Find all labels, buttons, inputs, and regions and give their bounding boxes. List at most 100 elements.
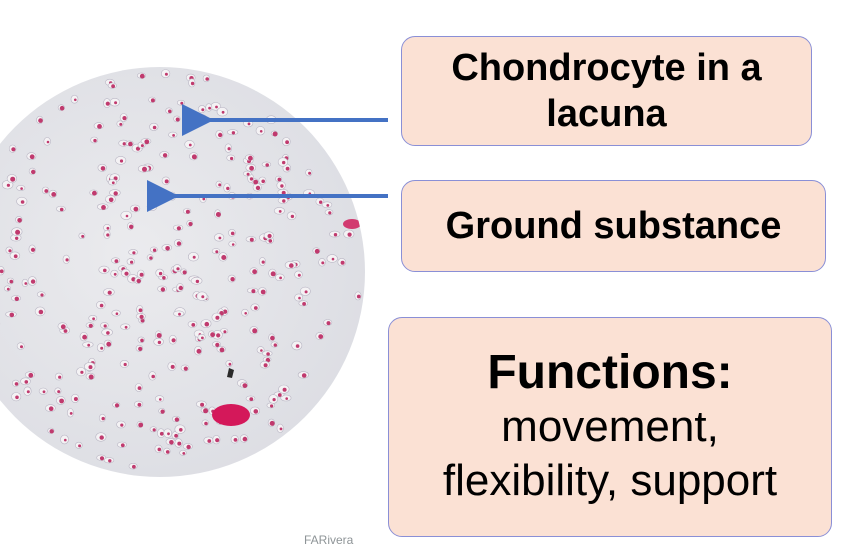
chondrocyte-nucleus (40, 293, 44, 297)
chondrocyte-nucleus (93, 138, 97, 143)
chondrocyte-nucleus (179, 428, 183, 432)
chondrocyte-nucleus (201, 295, 205, 299)
chondrocyte-nucleus (200, 402, 205, 407)
chondrocyte-nucleus (9, 279, 14, 284)
chondrocyte-nucleus (270, 404, 274, 408)
chondrocyte-nucleus (318, 334, 324, 339)
chondrocyte-nucleus (215, 105, 218, 109)
chondrocyte-nucleus (159, 431, 164, 436)
chondrocyte-nucleus (340, 260, 345, 265)
chondrocyte-nucleus (319, 200, 323, 204)
chondrocyte-nucleus (314, 248, 320, 254)
functions-line-2: flexibility, support (442, 456, 778, 505)
chondrocyte-nucleus (97, 124, 102, 129)
chondrocyte-nucleus (106, 331, 110, 335)
chondrocyte-nucleus (99, 456, 105, 461)
chondrocyte-nucleus (249, 397, 254, 401)
chondrocyte-nucleus (215, 342, 220, 347)
chondrocyte-nucleus (101, 416, 105, 421)
chondrocyte-nucleus (81, 234, 85, 238)
chondrocyte-nucleus (195, 279, 200, 284)
chondrocyte-nucleus (182, 270, 187, 275)
chondrocyte-nucleus (326, 321, 331, 326)
chondrocyte-nucleus (266, 352, 270, 356)
chondrocyte-nucleus (69, 412, 73, 415)
chondrocyte-nucleus (185, 209, 190, 214)
chondrocyte-nucleus (265, 357, 271, 363)
chondrocyte-nucleus (92, 190, 97, 196)
chondrocyte-nucleus (8, 249, 12, 253)
chondrocyte-nucleus (119, 159, 124, 163)
chondrocyte-nucleus (263, 363, 268, 368)
chondrocyte-nucleus (253, 179, 259, 185)
chondrocyte-nucleus (280, 184, 284, 188)
chondrocyte-label: Chondrocyte in a lacuna (451, 47, 762, 135)
chondrocyte-nucleus (192, 255, 196, 259)
chondrocyte-nucleus (249, 237, 254, 242)
chondrocyte-nucleus (172, 134, 176, 137)
chondrocyte-nucleus (150, 98, 155, 103)
chondrocyte-nucleus (270, 271, 276, 277)
chondrocyte-nucleus (44, 189, 49, 193)
chondrocyte-nucleus (230, 231, 235, 236)
chondrocyte-nucleus (17, 218, 22, 223)
chondrocyte-nucleus (231, 131, 236, 135)
chondrocyte-nucleus (260, 349, 263, 352)
chondrocyte-nucleus (13, 254, 18, 259)
chondrocyte-nucleus (177, 441, 182, 446)
chondrocyte-nucleus (122, 116, 127, 121)
chondrocyte-nucleus (183, 366, 188, 371)
chondrocyte-nucleus (204, 321, 210, 327)
chondrocyte-nucleus (140, 338, 144, 343)
chondrocyte-nucleus (88, 374, 94, 380)
chondrocyte-nucleus (261, 260, 265, 264)
chondrocyte-nucleus (210, 332, 216, 338)
chondrocyte-nucleus (59, 105, 65, 111)
chondrocyte-nucleus (202, 197, 206, 201)
chondrocyte-nucleus (226, 186, 230, 191)
chondrocyte-nucleus (92, 317, 95, 321)
chondrocyte-nucleus (182, 452, 186, 455)
chondrocyte-nucleus (203, 408, 209, 414)
chondrocyte-nucleus (144, 139, 150, 145)
chondrocyte-nucleus (124, 325, 128, 329)
chondrocyte-nucleus (272, 398, 276, 402)
chondrocyte-nucleus (188, 143, 192, 147)
chondrocyte-nucleus (9, 312, 15, 318)
chondrocyte-nucleus (205, 77, 209, 81)
chondrocyte-nucleus (15, 395, 19, 400)
chondrocyte-nucleus (73, 397, 78, 401)
chondrocyte-nucleus (285, 166, 290, 171)
chondrocyte-nucleus (186, 444, 191, 450)
chondrocyte-nucleus (328, 211, 332, 215)
chondrocyte-nucleus (119, 122, 123, 126)
chondrocyte-nucleus (230, 156, 234, 161)
chondrocyte-nucleus (174, 433, 179, 438)
chondrocyte-nucleus (142, 166, 147, 172)
chondrocyte-nucleus (178, 312, 181, 316)
chondrocyte-nucleus (261, 179, 266, 184)
chondrocyte-nucleus (106, 226, 110, 230)
chondrocyte-nucleus (15, 236, 19, 240)
chondrocyte-nucleus (139, 314, 144, 319)
chondrocyte-nucleus (223, 330, 227, 334)
chondrocyte-nucleus (152, 125, 157, 130)
ground-substance-label: Ground substance (445, 204, 782, 247)
chondrocyte-nucleus (156, 333, 162, 338)
chondrocyte-nucleus (106, 341, 112, 347)
chondrocyte-nucleus (108, 197, 114, 203)
chondrocyte-nucleus (82, 334, 87, 340)
chondrocyte-nucleus (155, 197, 160, 203)
chondrocyte-nucleus (152, 248, 157, 252)
chondrocyte-nucleus (218, 132, 223, 138)
chondrocyte-nucleus (165, 246, 170, 251)
chondrocyte-nucleus (11, 147, 16, 152)
chondrocyte-nucleus (158, 271, 163, 276)
chondrocyte-nucleus (105, 101, 110, 106)
chondrocyte-nucleus (136, 278, 141, 284)
chondrocyte-nucleus (164, 179, 169, 184)
chondrocyte-nucleus (252, 269, 257, 275)
chondrocyte-nucleus (162, 276, 166, 280)
chondrocyte-nucleus (14, 382, 19, 386)
chondrocyte-nucleus (277, 177, 282, 182)
